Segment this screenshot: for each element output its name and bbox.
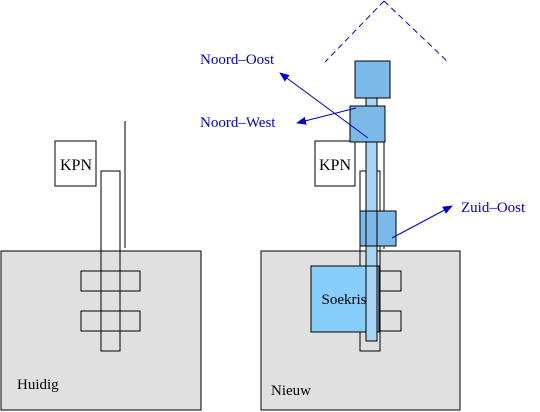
soekris-label: Soekris (322, 292, 367, 308)
arrow-noord-oost (279, 72, 369, 139)
antenna-noord-west (349, 105, 386, 143)
arrow-noord-west (296, 107, 357, 125)
current-kpn-label: KPN (60, 157, 92, 174)
current-kpn-box (54, 140, 97, 187)
new-kpn-box (314, 140, 356, 187)
label-noord-oost: Noord–Oost (200, 52, 275, 68)
current-bracket-top (80, 270, 141, 292)
current-bracket-bottom (80, 310, 141, 332)
current-mast-pole (100, 170, 121, 352)
soekris-pole-overlay (365, 265, 378, 342)
new-kpn-label: KPN (319, 157, 351, 174)
label-zuid-oost: Zuid–Oost (461, 200, 526, 216)
new-caption: Nieuw (271, 383, 311, 399)
arrow-zuid-oost (391, 205, 453, 239)
label-noord-west: Noord–West (200, 115, 276, 131)
new-situation: KPN Soekris Noord–Oost Noord–West Zuid–O… (200, 0, 526, 411)
beam-dashed-right (383, 0, 449, 63)
antenna-noord-oost (354, 60, 391, 99)
current-caption: Huidig (17, 377, 59, 393)
current-situation: KPN Huidig (0, 121, 202, 411)
beam-dashed-left (324, 0, 385, 63)
antenna-zuid-oost (359, 210, 397, 247)
